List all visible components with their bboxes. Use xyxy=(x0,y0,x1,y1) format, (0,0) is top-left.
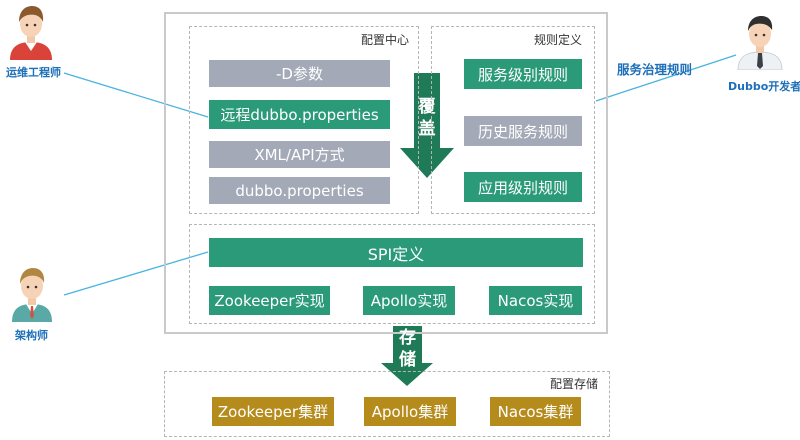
ops-connector-line xyxy=(63,72,209,118)
system-frame xyxy=(164,12,608,334)
storage-arrow-label: 存 储 xyxy=(399,328,416,370)
storage-cluster-apollo: Apollo集群 xyxy=(364,397,456,426)
config-item-xml-api: XML/API方式 xyxy=(209,141,390,168)
rule-history-service: 历史服务规则 xyxy=(464,116,582,146)
architect-connector-line xyxy=(63,251,209,296)
override-arrow-shape xyxy=(400,73,454,178)
spi-impl-nacos: Nacos实现 xyxy=(489,286,582,315)
governance-rules-label: 服务治理规则 xyxy=(617,62,693,77)
developer-label: Dubbo开发者 xyxy=(728,80,800,93)
storage-label: 配置存储 xyxy=(550,377,599,391)
rules-label: 规则定义 xyxy=(534,33,583,47)
rules-panel xyxy=(431,26,595,214)
storage-cluster-nacos: Nacos集群 xyxy=(490,397,581,426)
storage-cluster-zookeeper: Zookeeper集群 xyxy=(212,397,334,426)
ops-engineer-avatar-icon xyxy=(10,6,52,60)
config-item-dubbo-properties: dubbo.properties xyxy=(209,177,390,204)
spi-panel xyxy=(189,224,595,324)
developer-avatar-icon xyxy=(737,16,783,70)
storage-panel xyxy=(164,371,610,437)
ops-engineer-label: 运维工程师 xyxy=(6,66,61,79)
spi-definition: SPI定义 xyxy=(209,238,583,267)
rule-service-level: 服务级别规则 xyxy=(464,59,582,89)
spi-impl-zookeeper: Zookeeper实现 xyxy=(209,286,330,315)
developer-connector-line xyxy=(595,54,737,102)
architect-label: 架构师 xyxy=(15,329,48,342)
config-item-remote-properties: 远程dubbo.properties xyxy=(209,100,390,129)
config-item-d-params: -D参数 xyxy=(209,60,390,87)
config-center-panel xyxy=(189,26,419,214)
spi-impl-apollo: Apollo实现 xyxy=(363,286,455,315)
config-center-label: 配置中心 xyxy=(361,33,410,47)
rule-application-level: 应用级别规则 xyxy=(464,172,582,202)
architect-avatar-icon xyxy=(12,268,52,322)
